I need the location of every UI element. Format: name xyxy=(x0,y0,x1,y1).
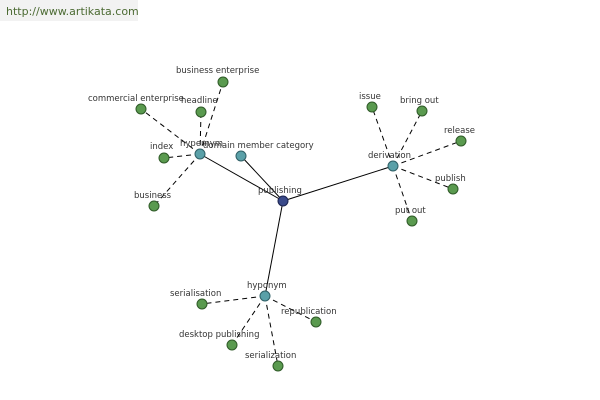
node-domain-member-category[interactable] xyxy=(235,150,247,162)
node-serialization[interactable] xyxy=(272,360,284,372)
edge-hyponym-republication xyxy=(264,295,317,323)
node-hyponym[interactable] xyxy=(259,290,271,302)
edge-hyponym-serialisation xyxy=(201,295,266,305)
label-business[interactable]: business xyxy=(134,191,172,201)
node-serialisation[interactable] xyxy=(196,298,208,310)
label-put-out[interactable]: put out xyxy=(395,206,426,216)
node-derivation[interactable] xyxy=(387,160,399,172)
node-center[interactable] xyxy=(277,195,289,207)
label-publish[interactable]: publish xyxy=(435,174,466,184)
label-serialization[interactable]: serialization xyxy=(245,351,296,361)
label-release[interactable]: release xyxy=(444,126,475,136)
label-hypernym[interactable]: hypernym xyxy=(180,139,223,149)
node-bring-out[interactable] xyxy=(416,105,428,117)
label-commercial-enterprise[interactable]: commercial enterprise xyxy=(88,94,184,104)
node-desktop-publishing[interactable] xyxy=(226,339,238,351)
node-republication[interactable] xyxy=(310,316,322,328)
label-business-enterprise[interactable]: business enterprise xyxy=(176,66,259,76)
node-commercial-enterprise[interactable] xyxy=(135,103,147,115)
node-put-out[interactable] xyxy=(406,215,418,227)
label-issue[interactable]: issue xyxy=(359,92,381,102)
node-hypernym[interactable] xyxy=(194,148,206,160)
edge-hyponym xyxy=(264,200,284,297)
edge-derivation xyxy=(282,165,394,202)
edge-hypernym xyxy=(199,153,284,202)
edge-hypernym-business xyxy=(153,153,201,207)
label-index[interactable]: index xyxy=(150,142,173,152)
label-desktop-publishing[interactable]: desktop publishing xyxy=(179,330,259,340)
node-headline[interactable] xyxy=(195,106,207,118)
edge-hypernym-index xyxy=(163,153,201,159)
edge-derivation-bring-out xyxy=(392,110,423,167)
label-center[interactable]: publishing xyxy=(258,186,302,196)
node-publish[interactable] xyxy=(447,183,459,195)
label-domain-member-category[interactable]: domain member category xyxy=(203,141,314,151)
node-business-enterprise[interactable] xyxy=(217,76,229,88)
label-headline[interactable]: headline xyxy=(181,96,218,106)
edges-layer xyxy=(140,81,462,367)
edge-hyponym-desktop-publishing xyxy=(231,295,266,346)
edge-derivation-issue xyxy=(371,106,394,167)
edge-hypernym-business-enterprise xyxy=(199,81,224,155)
edge-derivation-release xyxy=(392,140,462,167)
node-index[interactable] xyxy=(158,152,170,164)
watermark-bar: http://www.artikata.com xyxy=(0,0,139,21)
edge-hypernym-headline xyxy=(199,111,202,155)
node-business[interactable] xyxy=(148,200,160,212)
edge-domain-member-category xyxy=(240,155,284,202)
edge-hyponym-serialization xyxy=(264,295,279,367)
label-hyponym[interactable]: hyponym xyxy=(247,281,287,291)
label-serialisation[interactable]: serialisation xyxy=(170,289,221,299)
node-release[interactable] xyxy=(455,135,467,147)
edge-derivation-put-out xyxy=(392,165,413,222)
label-bring-out[interactable]: bring out xyxy=(400,96,439,106)
nodes-layer xyxy=(135,76,467,372)
labels-layer: business enterprise commercial enterprise… xyxy=(88,66,475,361)
watermark-url-link[interactable]: http://www.artikata.com xyxy=(6,5,139,18)
label-derivation[interactable]: derivation xyxy=(368,151,411,161)
edge-derivation-publish xyxy=(392,165,454,190)
label-republication[interactable]: republication xyxy=(281,307,337,317)
node-issue[interactable] xyxy=(366,101,378,113)
edge-hypernym-commercial-enterprise xyxy=(140,108,201,155)
